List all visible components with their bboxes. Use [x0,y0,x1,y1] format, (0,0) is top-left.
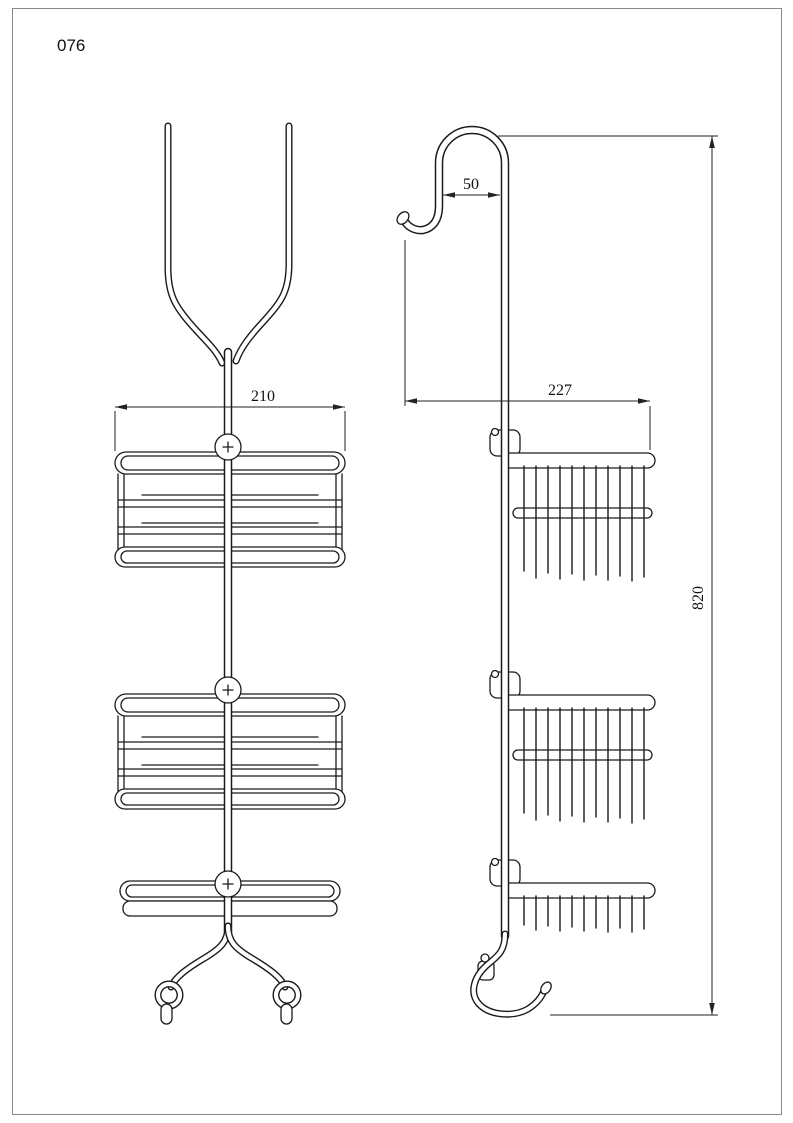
dim-label-210: 210 [251,388,275,405]
front-knobs [214,433,242,898]
dimension-side-depth: 227 [404,240,651,450]
side-view [396,125,656,1018]
dimension-hook-offset: 50 [443,176,500,198]
side-hook-bottom [470,930,552,1018]
side-basket-middle [502,694,656,824]
dim-label-227: 227 [548,382,572,399]
front-hanger-arms [164,122,293,367]
dimensions: 210 50 227 820 [114,135,718,1016]
front-hooks [154,922,302,1025]
side-pole-and-hook [396,125,510,941]
page-border [12,8,782,1115]
dimension-front-width: 210 [114,388,346,451]
hook-end-cap [160,1003,173,1025]
dim-label-50: 50 [463,176,479,193]
side-tray-bottom [502,882,656,933]
dimension-overall-height: 820 [498,135,718,1016]
dim-label-820: 820 [690,586,707,610]
hook-end-cap [280,1003,293,1025]
side-basket-top [502,452,656,582]
hook-tip-cap [540,981,552,995]
page-number: 076 [57,36,85,55]
hook-tip-cap [396,211,410,225]
front-view [114,122,346,1025]
